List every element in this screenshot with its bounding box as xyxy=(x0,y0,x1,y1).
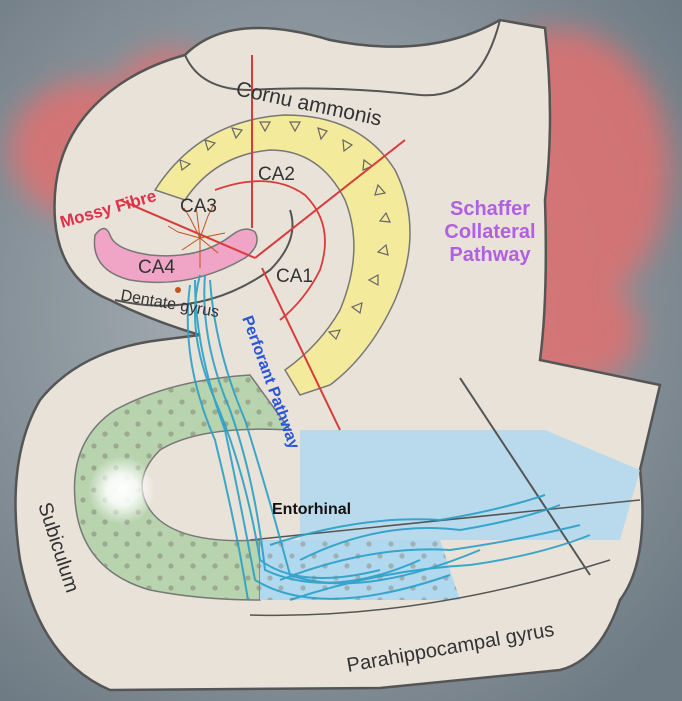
label-schaffer-3: Pathway xyxy=(449,244,531,266)
label-ca1: CA1 xyxy=(276,266,313,287)
ca3-neuron xyxy=(167,203,226,268)
label-ca2: CA2 xyxy=(258,164,295,185)
perforant-fibers xyxy=(186,274,591,601)
top-fold xyxy=(184,19,501,97)
entorhinal-region xyxy=(300,430,640,540)
ca-pyramidal-cells xyxy=(179,121,391,341)
label-schaffer-2: Collateral xyxy=(444,221,535,243)
light-glow xyxy=(88,456,156,524)
ca4-cell xyxy=(175,287,181,293)
label-ca4: CA4 xyxy=(138,257,175,278)
dentate-gyrus xyxy=(93,227,258,284)
label-ca3: CA3 xyxy=(180,196,217,217)
gyrus-line xyxy=(249,559,611,617)
dentate-inner-curve xyxy=(114,209,294,307)
schaffer-arc xyxy=(214,180,326,321)
label-schaffer-1: Schaffer xyxy=(450,198,530,220)
subiculum-dots xyxy=(74,375,290,600)
label-entorhinal: Entorhinal xyxy=(272,501,351,518)
ca-boundaries xyxy=(119,55,406,431)
